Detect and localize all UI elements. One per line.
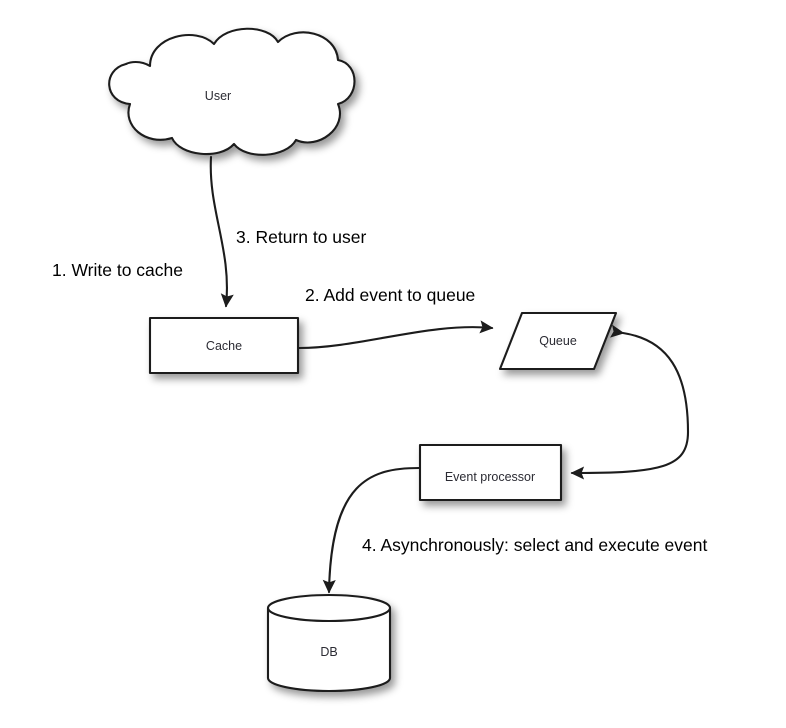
connector-queue-event-processor-loop	[570, 324, 690, 480]
node-label-db: DB	[320, 645, 337, 659]
step-label-3: 3. Return to user	[236, 227, 367, 247]
node-cache[interactable]: Cache	[148, 316, 300, 375]
node-label-cache: Cache	[206, 339, 242, 353]
node-event-processor[interactable]: Event processor	[418, 443, 563, 502]
cache-shape	[148, 316, 300, 375]
connector-cache-to-queue	[297, 320, 494, 350]
connector-user-to-cache	[209, 155, 234, 308]
step-label-1: 1. Write to cache	[52, 260, 183, 280]
db-shape	[266, 593, 392, 693]
node-label-queue: Queue	[539, 334, 577, 348]
node-user[interactable]: User	[108, 27, 356, 156]
node-db[interactable]: DB	[266, 593, 392, 693]
cloud-shape	[108, 27, 356, 156]
connector-event-processor-to-db	[322, 466, 421, 594]
node-label-user: User	[205, 89, 231, 103]
node-queue[interactable]: Queue	[498, 311, 618, 371]
step-label-2: 2. Add event to queue	[305, 285, 475, 305]
event-processor-shape	[418, 443, 563, 502]
step-label-4: 4. Asynchronously: select and execute ev…	[362, 535, 707, 555]
node-label-event-processor: Event processor	[445, 470, 535, 484]
